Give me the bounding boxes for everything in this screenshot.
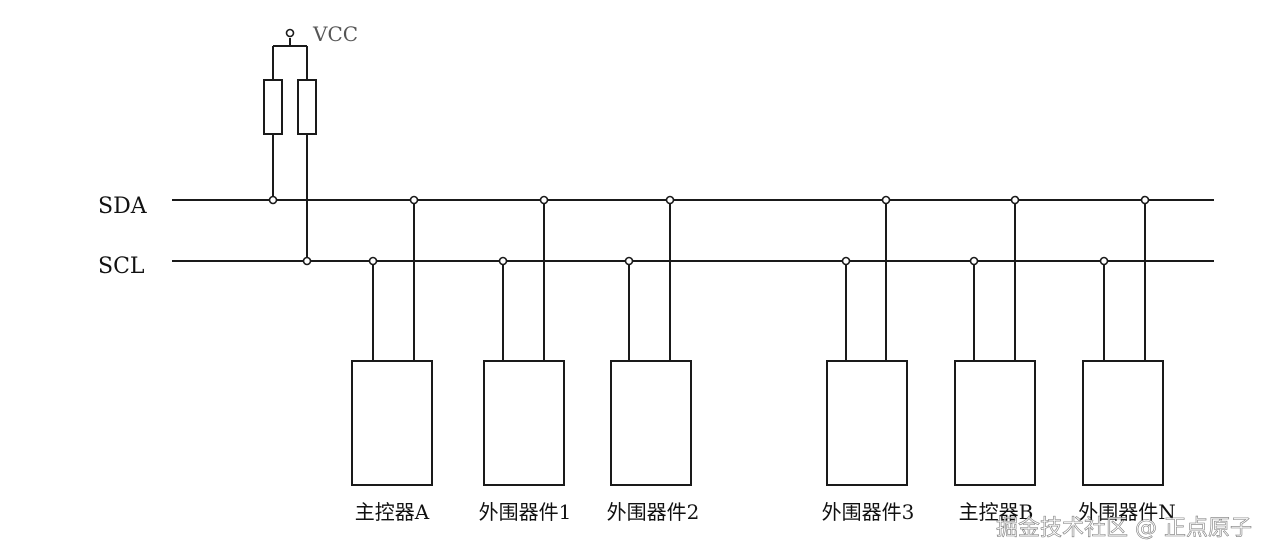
scl-pullup-junction xyxy=(302,256,312,266)
device-node: 主控器B xyxy=(954,195,1036,524)
device-node: 外围器件3 xyxy=(822,195,915,524)
device-box xyxy=(351,360,433,486)
device-box xyxy=(483,360,565,486)
device-node: 外围器件1 xyxy=(479,195,572,524)
pull-up-resistor-sda xyxy=(263,79,283,135)
vcc-terminal xyxy=(285,28,295,38)
device-label: 外围器件1 xyxy=(479,500,572,524)
device-box xyxy=(954,360,1036,486)
device-scl-junction xyxy=(841,256,851,266)
device-scl-junction xyxy=(1099,256,1109,266)
device-scl-junction xyxy=(368,256,378,266)
device-label: 外围器件2 xyxy=(607,500,700,524)
device-label: 外围器件3 xyxy=(822,500,915,524)
device-label: 主控器B xyxy=(959,500,1034,524)
device-box xyxy=(610,360,692,486)
pull-up-network xyxy=(263,28,317,266)
device-sda-junction xyxy=(665,195,675,205)
scl-label: SCL xyxy=(98,254,145,279)
device-node: 外围器件N xyxy=(1078,195,1176,524)
device-sda-junction xyxy=(409,195,419,205)
pull-up-resistor-scl xyxy=(297,79,317,135)
device-node: 外围器件2 xyxy=(607,195,700,524)
vcc-label: VCC xyxy=(312,22,358,46)
device-label: 外围器件N xyxy=(1078,500,1176,524)
device-sda-junction xyxy=(881,195,891,205)
device-node: 主控器A xyxy=(351,195,433,524)
device-box xyxy=(826,360,908,486)
device-sda-junction xyxy=(539,195,549,205)
device-label: 主控器A xyxy=(355,500,430,524)
watermark: 掘金技术社区 @ 正点原子 xyxy=(996,516,1252,541)
device-sda-junction xyxy=(1010,195,1020,205)
device-scl-junction xyxy=(498,256,508,266)
device-sda-junction xyxy=(1140,195,1150,205)
device-scl-junction xyxy=(969,256,979,266)
device-box xyxy=(1082,360,1164,486)
sda-label: SDA xyxy=(98,194,148,219)
sda-pullup-junction xyxy=(268,195,278,205)
device-scl-junction xyxy=(624,256,634,266)
